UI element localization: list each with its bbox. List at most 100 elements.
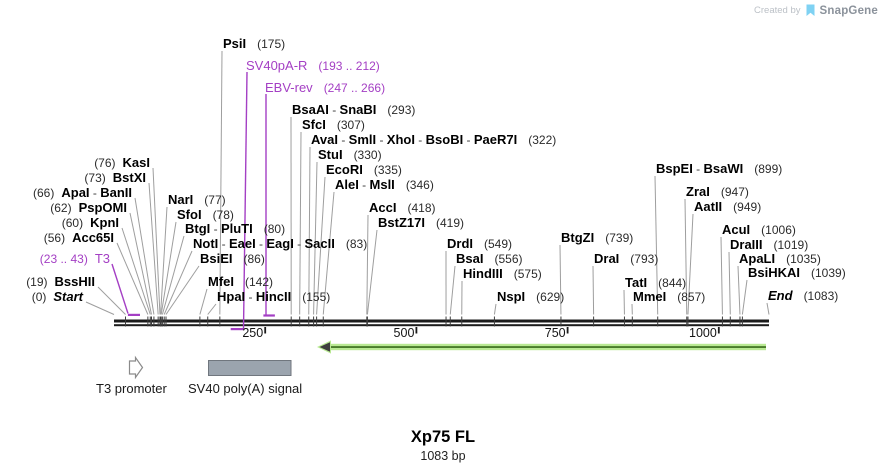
site-label: ApaLI(1035): [739, 251, 821, 267]
site-name: NspI: [497, 289, 526, 304]
site-label: (0) Start: [31, 289, 83, 305]
callout-line: [322, 191, 335, 315]
site-name: BtgZI: [561, 230, 595, 245]
callout-line: [160, 206, 168, 315]
site-name: KpnI: [90, 215, 119, 230]
callout-line: [766, 302, 770, 315]
site-position: (549): [484, 237, 513, 251]
watermark-brand: SnapGene: [819, 4, 878, 17]
site-name: BssHII: [54, 274, 95, 289]
site-label: (76) KasI: [94, 155, 150, 171]
site-label: BsaI(556): [456, 252, 523, 267]
callout-line: [121, 227, 151, 315]
site-position: (322): [528, 133, 557, 147]
site-position: (293): [387, 103, 416, 117]
legend-t3-promoter-label: T3 promoter: [96, 381, 167, 396]
site-name: SV40pA-R: [246, 58, 308, 73]
site-label: AvaI - SmlI - XhoI - BsoBI - PaeR7I(322): [311, 133, 557, 148]
site-label: AleI - MslI (346): [335, 177, 434, 193]
site-position: (60): [61, 216, 84, 230]
callout-line: [165, 265, 200, 315]
primer-bar: [127, 313, 141, 316]
site-label: NarI(77): [168, 193, 226, 208]
site-position: (77): [204, 193, 226, 207]
callout-line: [152, 167, 161, 315]
site-position: (335): [373, 163, 402, 177]
site-position: (793): [630, 252, 659, 266]
primer-stem: [111, 263, 129, 314]
ruler-tick: [415, 327, 418, 334]
site-label: SfoI(78): [177, 207, 234, 223]
site-label: BsiEI (86): [200, 251, 265, 267]
site-label: AcuI(1006): [722, 223, 796, 238]
ruler-number: 250: [242, 325, 264, 340]
callout-line: [85, 301, 115, 315]
primer-stem: [242, 71, 248, 330]
site-position: (857): [677, 290, 706, 304]
site-name: BtgI - PluTI: [185, 221, 253, 237]
primer-label: EBV-rev (247 .. 266): [265, 80, 386, 96]
callout-line: [308, 146, 311, 315]
site-name: StuI: [318, 147, 343, 162]
site-name: EBV-rev: [265, 80, 313, 95]
site-name: ApaI - BanII: [61, 185, 132, 201]
site-position: (62): [50, 201, 72, 215]
site-name: SfcI: [302, 117, 326, 132]
site-name: TatI: [625, 275, 648, 290]
feature-arrowhead: [319, 342, 330, 352]
site-position: (0): [31, 290, 47, 304]
site-position: (193 .. 212): [318, 59, 380, 73]
site-position: (247 .. 266): [323, 81, 386, 95]
site-name: PsiI: [223, 36, 247, 51]
site-name: KasI: [122, 155, 150, 170]
site-label: BsiHKAI(1039): [748, 266, 846, 281]
ruler-tick: [566, 327, 569, 334]
site-position: (419): [435, 216, 464, 230]
site-name: SfoI: [177, 207, 202, 222]
primer-bar: [230, 328, 244, 331]
site-name: BsiEI: [200, 251, 233, 266]
site-name: Start: [53, 289, 83, 304]
site-label: DraIII(1019): [730, 238, 809, 253]
site-name: MfeI: [208, 274, 234, 289]
ruler-tick: [264, 327, 267, 334]
ruler-tick: [717, 327, 720, 334]
site-label: DraI (793): [594, 251, 659, 267]
site-position: (899): [754, 162, 783, 176]
site-name: BstZ17I: [378, 215, 425, 230]
site-name: MmeI: [633, 289, 667, 304]
callout-line: [366, 229, 378, 315]
primer-label: (23 .. 43)T3: [40, 252, 110, 267]
callout-line: [654, 175, 659, 315]
callout-line: [687, 213, 694, 315]
site-name: BspEI - BsaWI: [656, 161, 744, 177]
site-position: (76): [94, 156, 116, 170]
site-position: (346): [405, 178, 434, 192]
site-position: (66): [33, 186, 55, 200]
callout-line: [134, 197, 155, 315]
callout-line: [493, 303, 497, 315]
sequence-line: [114, 324, 769, 327]
site-position: (629): [536, 290, 565, 304]
site-label: BtgZI (739): [561, 230, 634, 246]
site-label: NspI (629): [497, 289, 565, 305]
site-name: ApaLI: [739, 251, 776, 266]
site-name: PspOMI: [78, 200, 127, 215]
site-name: NotI - EaeI - EagI - SacII: [193, 236, 335, 252]
site-label: EcoRI(335): [326, 163, 402, 178]
site-position: (739): [605, 231, 634, 245]
site-position: (575): [513, 267, 542, 281]
site-position: (80): [263, 222, 286, 236]
site-position: (1019): [773, 238, 809, 252]
site-name: DraI: [594, 251, 620, 266]
callout-line: [313, 161, 318, 315]
site-label: NotI - EaeI - EagI - SacII(83): [193, 236, 367, 252]
site-position: (556): [494, 252, 523, 266]
site-position: (949): [733, 200, 762, 214]
site-label: ZraI(947): [686, 185, 749, 200]
site-position: (86): [243, 252, 265, 266]
site-name: AleI - MslI: [335, 177, 395, 193]
site-position: (19): [26, 275, 48, 289]
callout-line: [148, 182, 159, 315]
